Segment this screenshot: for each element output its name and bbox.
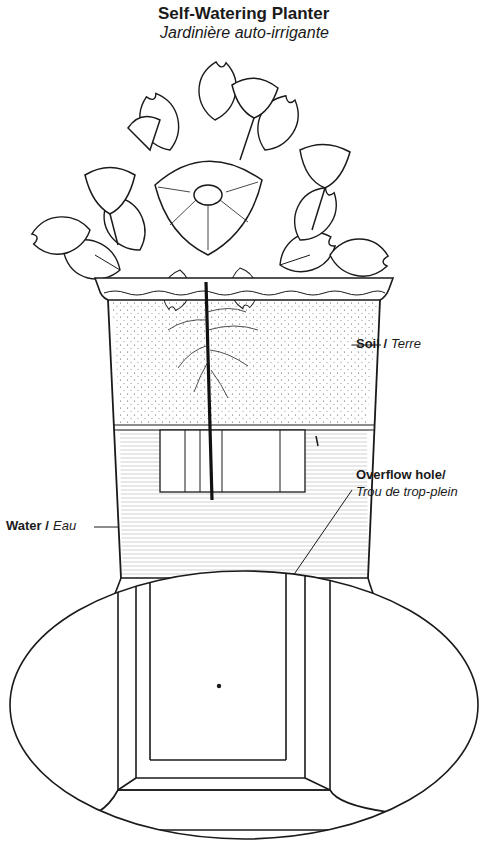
part-label-translation: Eau: [53, 519, 76, 534]
part-label-translation: Trou de trop-plein: [356, 485, 458, 500]
part-label-translation: Terre: [391, 337, 421, 352]
part-label: Soil /: [356, 337, 387, 352]
flowers: [85, 78, 350, 255]
part-label: Overflow hole/: [356, 468, 446, 483]
part-label: Water /: [6, 519, 49, 534]
diagram-title: Self-Watering Planter: [158, 4, 329, 24]
subtitle: Jardinière auto-irrigante: [160, 24, 329, 42]
zoom-detail: [10, 560, 478, 839]
plant-foliage: [30, 61, 390, 313]
planter-pot: [95, 278, 393, 606]
